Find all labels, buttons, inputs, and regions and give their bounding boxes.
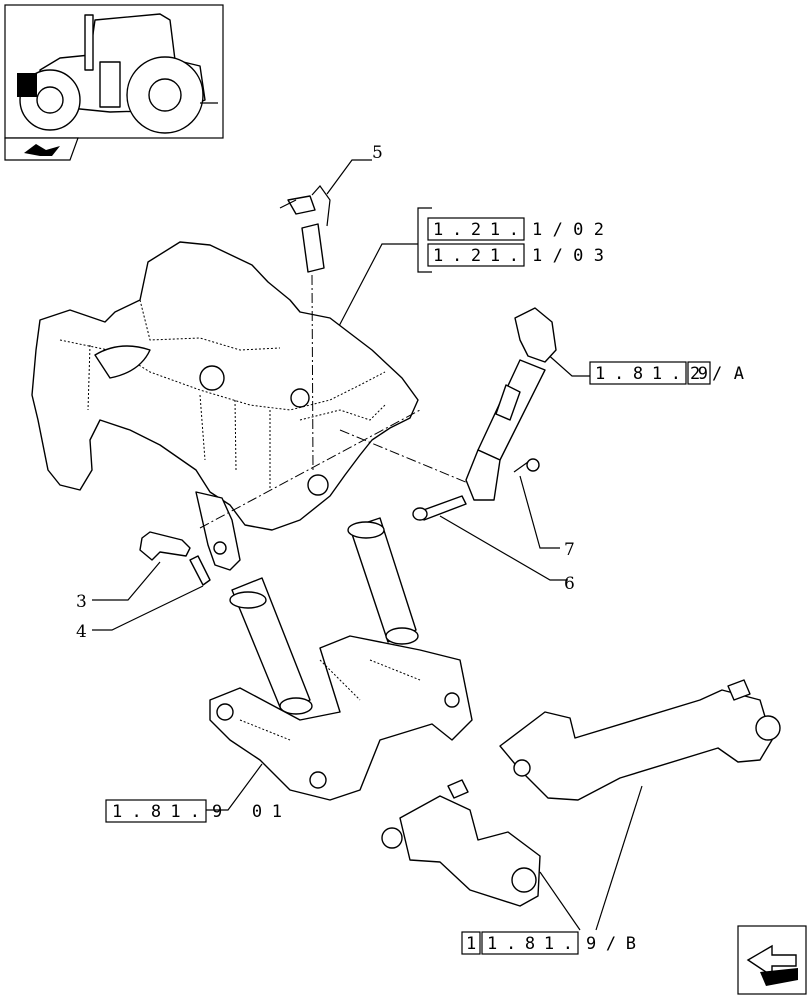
ref-1-81-29-boxed: 1.81. [595,364,681,384]
ref-1-81-29-rest: /A [712,364,744,384]
axis-line-3 [199,409,421,529]
ref-1-21-1-02-rest: 1/02 [532,220,604,240]
reference-1-81-29-a: 1.81. 29 /A [544,351,744,385]
lower-left-hook [381,779,541,907]
part-7-clip: 7 [513,458,575,560]
ref-1-81-9-b-rest: 9/B [586,934,636,954]
callout-6: 6 [564,574,575,594]
callout-4: 4 [76,622,87,642]
reference-1-81-9-01: 1.81. 9 01 [105,763,282,823]
ref-1-81-29-boxed2: 29 [690,364,708,384]
next-page-arrow-icon[interactable] [737,925,807,995]
axis-line-6 [339,429,481,489]
callout-3: 3 [76,592,87,612]
part-5-pin-with-chain: 5 [279,143,383,471]
ref-1-21-1-03-boxed: 1.21. [433,246,519,266]
part-3-pin: 3 [76,531,191,612]
left-hydraulic-cylinder [229,577,313,715]
part-6-pin: 6 [412,495,575,594]
lower-link-hook-arm [499,679,781,801]
front-support-housing [31,241,419,571]
lift-bracket-assembly [209,635,473,801]
ref-1-81-9-b-boxed0: 1 [466,934,476,954]
callout-7: 7 [564,540,575,560]
back-arrow-icon[interactable] [4,137,79,161]
ref-1-81-9-01-rest: 9 01 [212,802,282,822]
ref-1-81-9-b-boxed: 1.81. [487,934,573,954]
callout-5: 5 [372,143,383,163]
ref-1-21-1-02-boxed: 1.21. [433,220,519,240]
ref-1-81-9-01-boxed: 1.81. [112,802,200,822]
reference-group-top: 1.21. 1/02 1.21. 1/03 [337,207,604,329]
top-link-assembly [465,307,557,501]
part-4-clip: 4 [76,555,211,642]
tractor-thumbnail-icon[interactable] [4,4,224,139]
ref-1-21-1-03-rest: 1/03 [532,246,604,266]
right-hydraulic-cylinder [347,517,419,645]
